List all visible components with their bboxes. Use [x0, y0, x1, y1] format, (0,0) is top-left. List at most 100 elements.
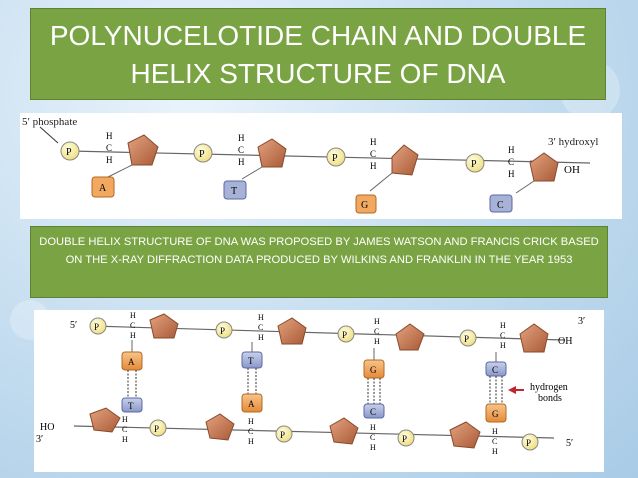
carbon-h-label: H — [374, 317, 380, 326]
phosphate-label: P — [154, 424, 159, 434]
carbon-h-label: H — [508, 145, 515, 155]
carbon-h-label: H — [106, 131, 113, 141]
base-label: G — [370, 365, 377, 375]
hydroxyl-label: OH — [564, 164, 580, 176]
five-prime-phosphate-label: 5′ phosphate — [22, 116, 77, 128]
carbon-c-label: C — [500, 331, 505, 340]
sugar-pentagon — [449, 421, 481, 449]
nucleotide-unit: P H C H OH C — [465, 145, 580, 213]
carbon-h-label: H — [508, 169, 515, 179]
bottom-backbone-line — [73, 425, 555, 439]
top-three-prime-label: 3′ — [578, 316, 585, 327]
nucleotide-unit: P H C H A — [60, 131, 159, 198]
info-text: DOUBLE HELIX STRUCTURE OF DNA WAS PROPOS… — [39, 236, 599, 266]
phosphate-group — [89, 317, 107, 335]
base-label: G — [492, 409, 499, 419]
carbon-c-label: C — [370, 433, 375, 442]
sugar-pentagon — [329, 417, 359, 445]
phosphate-group — [465, 153, 485, 173]
base-G — [355, 194, 377, 214]
phosphate-label: P — [402, 434, 407, 444]
base-label: C — [497, 200, 504, 211]
base-label: G — [361, 200, 368, 211]
carbon-h-label: H — [370, 161, 377, 171]
base-C — [363, 403, 385, 419]
base-label: T — [231, 186, 237, 197]
phosphate-label: P — [464, 334, 469, 344]
glycosidic-bond — [241, 166, 263, 180]
phosphate-group — [60, 141, 80, 161]
base-label: T — [128, 401, 134, 411]
double-helix-panel: 5′ 3′ OH HO 3′ 5′ P H C H A T H C H P P … — [34, 310, 604, 472]
base-G — [485, 403, 507, 423]
base-pair: P H C H G C H C H P — [329, 317, 425, 452]
glycosidic-bond — [107, 164, 133, 178]
carbon-h-label: H — [238, 133, 245, 143]
base-pair: P H C H T A H C H P — [205, 313, 307, 446]
carbon-h-label: H — [248, 437, 254, 446]
carbon-h-label: H — [492, 447, 498, 456]
base-label: A — [128, 357, 135, 367]
base-label: A — [248, 399, 255, 409]
base-T — [223, 180, 247, 200]
carbon-c-label: C — [122, 425, 127, 434]
phosphate-group — [397, 429, 415, 447]
hydrogen-bonds-label-line1: hydrogen — [530, 382, 568, 393]
phosphate-group — [337, 325, 355, 343]
base-T — [241, 351, 263, 369]
base-pair: P H C H A T H C H P — [89, 311, 179, 444]
base-label: C — [370, 407, 376, 417]
base-label: A — [99, 183, 107, 194]
arrow-icon — [508, 386, 516, 394]
carbon-h-label: H — [238, 157, 245, 167]
carbon-c-label: C — [258, 323, 263, 332]
phosphate-label: P — [66, 147, 72, 158]
carbon-h-label: H — [500, 341, 506, 350]
glycosidic-bond — [515, 180, 535, 194]
carbon-h-label: H — [500, 321, 506, 330]
bottom-five-prime-label: 5′ — [566, 438, 573, 449]
title-line-1: POLYNUCELOTIDE CHAIN AND DOUBLE — [49, 20, 587, 51]
info-box: DOUBLE HELIX STRUCTURE OF DNA WAS PROPOS… — [30, 226, 608, 298]
phosphate-label: P — [220, 326, 225, 336]
carbon-h-label: H — [492, 427, 498, 436]
sugar-pentagon — [277, 317, 307, 345]
bottom-three-prime-label: 3′ — [36, 434, 43, 445]
sugar-pentagon — [127, 134, 159, 166]
base-T — [121, 397, 143, 413]
phosphate-group — [193, 143, 213, 163]
single-strand-diagram: 5′ phosphate 3′ hydroxyl P H C H A P H C… — [22, 116, 598, 214]
sugar-pentagon — [529, 152, 559, 182]
carbon-h-label: H — [370, 423, 376, 432]
carbon-c-label: C — [370, 149, 376, 159]
phosphate-group — [215, 321, 233, 339]
base-A — [241, 393, 263, 413]
carbon-h-label: H — [258, 333, 264, 342]
phosphate-label: P — [94, 322, 99, 332]
base-pair: P H C H C G H C H P — [449, 321, 549, 456]
carbon-h-label: H — [122, 435, 128, 444]
glycosidic-bond — [369, 172, 393, 192]
sugar-pentagon — [519, 323, 549, 353]
phosphate-group — [326, 147, 346, 167]
phosphate-label: P — [332, 153, 338, 164]
sugar-pentagon — [149, 313, 179, 339]
base-label: T — [248, 356, 254, 366]
top-hydroxyl-label: OH — [558, 336, 572, 347]
carbon-c-label: C — [130, 321, 135, 330]
bottom-hydroxyl-label: HO — [40, 422, 54, 433]
double-helix-diagram: 5′ 3′ OH HO 3′ 5′ P H C H A T H C H P P … — [36, 311, 585, 456]
nucleotide-unit: P H C H T — [193, 133, 287, 200]
phosphate-group — [149, 419, 167, 437]
phosphate-label: P — [280, 430, 285, 440]
carbon-c-label: C — [374, 327, 379, 336]
carbon-h-label: H — [370, 137, 377, 147]
carbon-c-label: C — [106, 143, 112, 153]
sugar-pentagon — [391, 144, 419, 176]
base-A — [91, 176, 115, 198]
phosphate-label: P — [526, 438, 531, 448]
carbon-h-label: H — [106, 155, 113, 165]
sugar-pentagon — [395, 323, 425, 351]
phosphate-group — [459, 329, 477, 347]
carbon-h-label: H — [258, 313, 264, 322]
